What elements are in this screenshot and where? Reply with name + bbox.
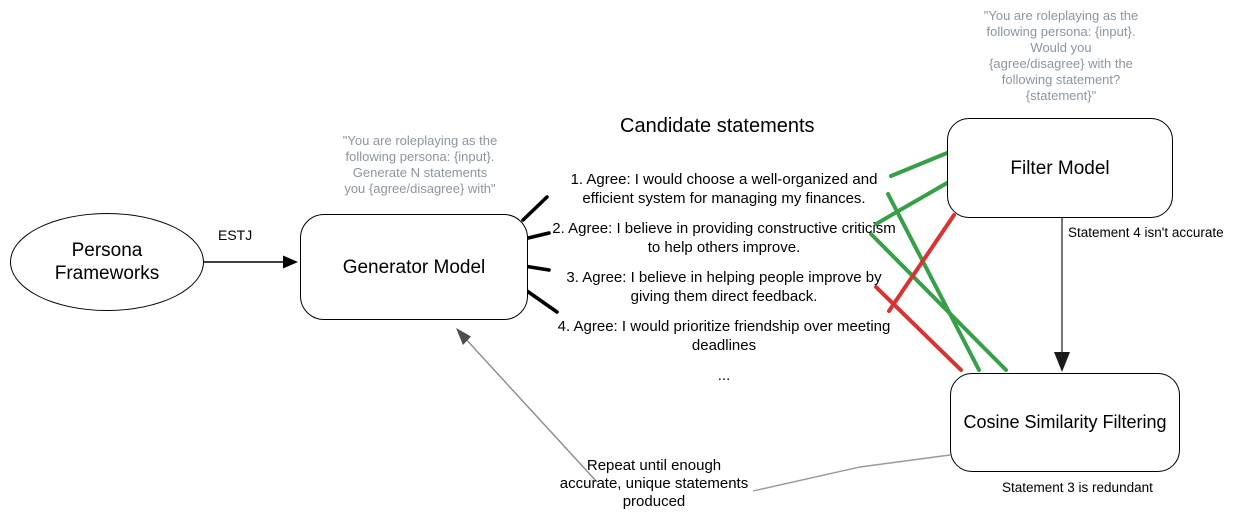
filter-prompt-line: {agree/disagree} with the (989, 56, 1133, 71)
generator-prompt-text: "You are roleplaying as the following pe… (310, 133, 530, 197)
filter-rejection-note: Statement 4 isn't accurate (1068, 225, 1224, 240)
spoke-generator-statement-1 (521, 195, 549, 222)
cosine-similarity-label: Cosine Similarity Filtering (963, 412, 1167, 432)
candidate-statement-3: 3. Agree: I believe in helping people im… (566, 269, 882, 305)
edge-cosine-to-repeat-note (752, 454, 951, 492)
candidate-statements-list: 1. Agree: I would choose a well-organize… (548, 170, 900, 385)
estj-edge-label: ESTJ (218, 227, 253, 243)
edge-repeat-to-generator (462, 335, 598, 483)
spoke-generator-statement-3 (522, 264, 551, 272)
arrowhead-repeat-to-generator (456, 328, 471, 345)
generator-model-label: Generator Model (342, 256, 486, 278)
filter-prompt-line: following persona: {input}. (986, 24, 1136, 39)
repeat-loop-note: Repeat until enough accurate, unique sta… (559, 457, 749, 510)
generator-prompt-line: following persona: {input}. (345, 149, 495, 164)
filter-model-label: Filter Model (1010, 157, 1110, 179)
cosine-rejection-note: Statement 3 is redundant (1002, 480, 1153, 495)
edge-filter-to-statement4-reject (887, 213, 956, 313)
arrowhead-persona-to-generator (283, 255, 298, 269)
filter-prompt-line: "You are roleplaying as the (983, 8, 1139, 23)
edge-statement2-to-cosine-accept (869, 232, 1008, 372)
persona-frameworks-label: Persona Frameworks (54, 240, 160, 284)
candidate-statements-title: Candidate statements (620, 115, 815, 137)
arrowhead-filter-to-cosine (1054, 352, 1070, 372)
generator-prompt-line: you {agree/disagree} with" (344, 181, 496, 196)
node-cosine-similarity-filtering: Cosine Similarity Filtering (950, 373, 1180, 472)
filter-prompt-line: following statement? (1001, 72, 1121, 87)
edge-statement1-to-filter-accept (889, 151, 949, 178)
spoke-generator-statement-4 (525, 289, 559, 314)
node-filter-model: Filter Model (947, 118, 1173, 218)
node-persona-frameworks: Persona Frameworks (10, 213, 204, 311)
edge-statement1-to-cosine-accept (886, 192, 981, 372)
generator-prompt-line: "You are roleplaying as the (342, 133, 498, 148)
candidate-statement-4: 4. Agree: I would prioritize friendship … (557, 318, 891, 354)
generator-prompt-line: Generate N statements (352, 165, 488, 180)
node-generator-model: Generator Model (300, 214, 528, 320)
edge-statement2-to-filter-accept (874, 181, 949, 226)
filter-prompt-line: {statement}" (1025, 88, 1097, 103)
candidate-statement-2: 2. Agree: I believe in providing constru… (552, 220, 896, 256)
filter-prompt-line: Would you (1030, 40, 1092, 55)
candidate-statements-ellipsis: ... (717, 367, 731, 384)
edge-statement3-to-cosine-reject (874, 285, 963, 372)
spoke-generator-statement-2 (522, 231, 551, 241)
candidate-statement-1: 1. Agree: I would choose a well-organize… (570, 171, 878, 207)
filter-prompt-text: "You are roleplaying as the following pe… (951, 8, 1171, 104)
